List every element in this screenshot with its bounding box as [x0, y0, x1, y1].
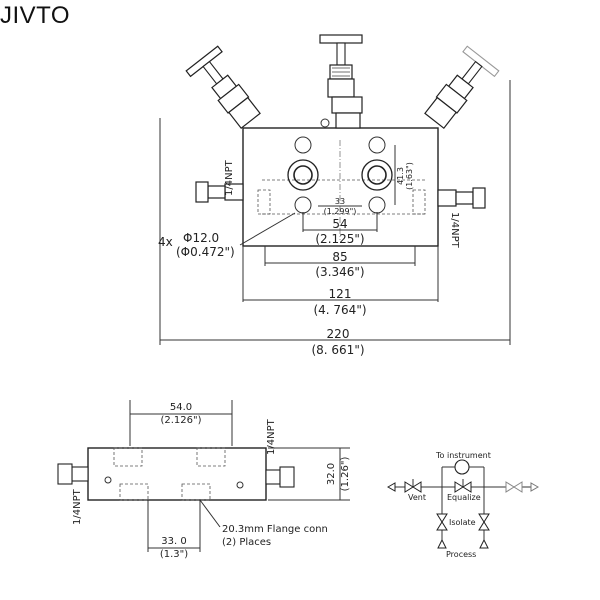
hole-diameter-in: (Φ0.472")	[176, 245, 235, 259]
top-view-manifold: 1/4NPT 1/4NPT 33 (1.299") 41.3 (1.63") 5…	[158, 34, 511, 357]
hole-count: 4x	[158, 235, 173, 249]
dim-54: 54	[332, 217, 347, 231]
manifold-body	[242, 127, 439, 247]
side-body	[87, 447, 267, 501]
left-vent-fitting	[195, 181, 244, 203]
port-label-right: 1/4NPT	[449, 212, 460, 249]
side-view-manifold: 54.0 (2.126") 32.0 (1.26") 33. 0 (1.3") …	[57, 400, 351, 560]
side-dim-32: 32.0	[326, 463, 337, 485]
hole-diameter: Φ12.0	[183, 231, 219, 245]
schematic-process: Process	[446, 550, 476, 559]
side-dim-54-in: (2.126")	[160, 415, 201, 426]
dim-121-in: (4. 764")	[313, 303, 366, 317]
right-needle-valve	[424, 45, 500, 130]
dim-121: 121	[329, 287, 352, 301]
side-port-top: 1/4NPT	[266, 418, 277, 455]
process-port-left	[287, 159, 319, 191]
dim-220: 220	[327, 327, 350, 341]
dim-220-in: (8. 661")	[311, 343, 364, 357]
side-dim-54: 54.0	[170, 402, 192, 413]
instrument-gauge-icon	[454, 459, 470, 475]
dim-33-in: (1.299")	[324, 207, 357, 216]
side-dim-33-in: (1.3")	[160, 549, 188, 560]
schematic-to-instrument: To instrument	[435, 451, 491, 460]
schematic-vent: Vent	[408, 493, 426, 502]
schematic-equalize: Equalize	[447, 493, 481, 502]
dim-41-in: (1.63")	[405, 162, 414, 190]
dim-41: 41.3	[396, 167, 405, 185]
side-dim-33: 33. 0	[161, 536, 186, 547]
flange-places: (2) Places	[222, 537, 271, 548]
process-port-right	[361, 159, 393, 191]
dim-54-in: (2.125")	[315, 232, 364, 246]
dimension-lines	[159, 80, 511, 345]
brand-logo-text: JIVTO	[0, 2, 71, 29]
side-dim-32-in: (1.26")	[340, 457, 351, 492]
side-port-left: 1/4NPT	[72, 488, 83, 525]
valve-schematic: To instrument Vent Equalize Isolate Proc…	[386, 451, 540, 559]
port-label-left: 1/4NPT	[224, 159, 235, 196]
right-vent-fitting	[437, 187, 486, 209]
center-needle-valve	[319, 34, 363, 129]
dim-85: 85	[332, 250, 347, 264]
dim-85-in: (3.346")	[315, 265, 364, 279]
left-needle-valve	[185, 45, 261, 130]
mounting-hole	[294, 136, 312, 154]
flange-note: 20.3mm Flange conn	[222, 524, 328, 535]
dim-33: 33	[335, 197, 345, 206]
schematic-isolate: Isolate	[449, 518, 476, 527]
mounting-hole	[368, 136, 386, 154]
